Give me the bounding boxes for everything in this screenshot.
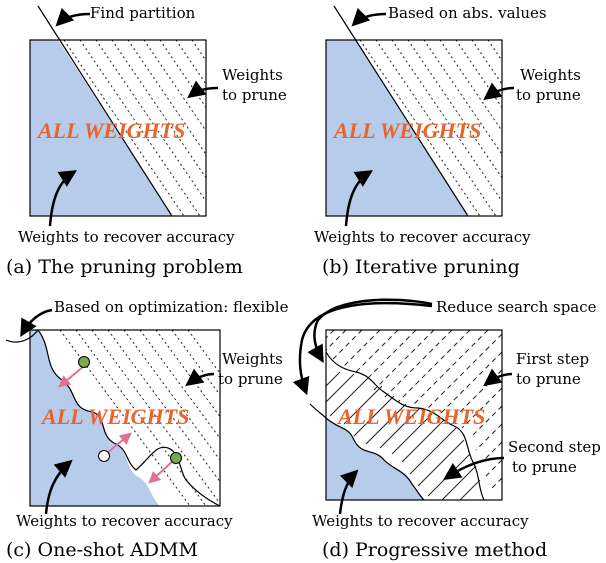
arrow	[292, 301, 433, 396]
arrow	[351, 7, 387, 27]
arrow	[44, 459, 73, 515]
weight-dot-white	[98, 450, 110, 462]
arrow	[443, 456, 505, 480]
panel-b: Based on abs. values Weights to prune AL…	[314, 4, 581, 278]
caption: (b) Iterative pruning	[322, 256, 520, 278]
second-note-line1: Second step	[508, 438, 601, 456]
weight-dot-green	[170, 452, 182, 464]
panel-d: Reduce search space First step to prune …	[292, 298, 601, 561]
move-arrow	[105, 432, 132, 455]
right-note-line2: to prune	[222, 86, 287, 104]
right-note-line1: Weights	[222, 66, 283, 84]
boundary-curve-first	[325, 351, 485, 501]
right-note-line2: to prune	[218, 370, 283, 388]
move-arrow	[148, 459, 175, 484]
right-note-line1: Weights	[222, 350, 283, 368]
recover-region	[326, 418, 424, 500]
weight-matrix-box	[29, 39, 207, 217]
arrow	[338, 469, 359, 515]
move-arrow	[58, 365, 85, 388]
top-note: Based on abs. values	[388, 4, 547, 22]
arrow	[55, 7, 91, 27]
caption: (c) One-shot ADMM	[6, 539, 198, 561]
caption: (d) Progressive method	[322, 539, 547, 561]
hatch-lines	[63, 40, 206, 216]
panel-a: Find partition Weights to prune ALL WEIG…	[6, 4, 287, 278]
weight-dot-green	[78, 356, 90, 368]
bottom-note: Weights to recover accuracy	[314, 228, 531, 246]
hatch-lines-second	[326, 371, 481, 500]
weight-matrix-box	[325, 329, 503, 501]
partition-line	[37, 5, 173, 217]
bottom-note: Weights to recover accuracy	[16, 512, 233, 530]
arrow	[185, 368, 215, 387]
first-note-line2: to prune	[516, 370, 581, 388]
partition-curve	[5, 329, 221, 507]
first-note-line1: First step	[516, 350, 589, 368]
second-note-line2: to prune	[512, 458, 577, 476]
panel-c: Based on optimization: flexible Weights …	[5, 298, 289, 561]
top-note: Find partition	[90, 4, 196, 22]
bottom-note: Weights to recover accuracy	[18, 228, 235, 246]
arrow	[48, 170, 77, 227]
top-note: Reduce search space	[436, 298, 597, 316]
arrow	[20, 308, 53, 338]
center-text: ALL WEIGHTS	[36, 118, 185, 143]
right-note-line1: Weights	[520, 66, 581, 84]
arrow	[483, 368, 513, 387]
center-text: ALL WEIGHTS	[336, 404, 485, 429]
caption: (a) The pruning problem	[6, 256, 243, 278]
center-text: ALL WEIGHTS	[332, 118, 481, 143]
hatch-lines	[359, 40, 502, 216]
center-text: ALL WEIGHTS	[40, 404, 189, 429]
arrow	[483, 82, 515, 101]
arrow	[187, 80, 219, 99]
weight-matrix-box	[325, 39, 503, 217]
partition-line	[333, 5, 469, 217]
boundary-curve-second	[309, 403, 425, 501]
bottom-note: Weights to recover accuracy	[312, 512, 529, 530]
right-note-line2: to prune	[516, 86, 581, 104]
arrow	[344, 170, 373, 227]
top-note: Based on optimization: flexible	[54, 298, 289, 316]
weight-matrix-box	[29, 329, 221, 507]
